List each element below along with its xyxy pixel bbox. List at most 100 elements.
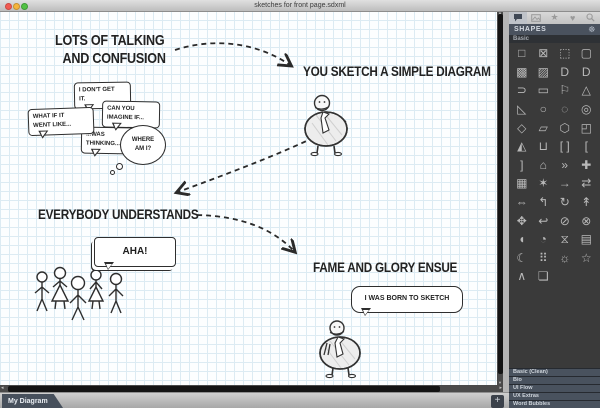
shape-rounded-d-alt[interactable]: D (581, 64, 591, 79)
shape-skewed-rect[interactable]: ▭ (537, 83, 549, 98)
section-bio[interactable]: Bio (509, 376, 600, 384)
thought-dot-small (110, 170, 115, 175)
shape-hourglass[interactable]: ⧖ (560, 232, 569, 247)
window-title-bar[interactable]: sketches for front page.sdxml (0, 0, 600, 12)
shape-grid: □ ⊠ ⬚ ▢ ▩ ▨ (511, 44, 599, 286)
shape-crescent[interactable]: ☾ (516, 250, 528, 265)
shape-pac-man[interactable]: ◔ (539, 232, 547, 247)
shape-left-right-arrow[interactable]: ⇔ (515, 195, 528, 210)
canvas-horizontal-scrollbar[interactable]: ◂ ▸ (0, 385, 503, 392)
add-sheet-button[interactable]: + (491, 394, 504, 408)
shapes-panel-header: SHAPES ☸ (509, 24, 600, 35)
shape-bird[interactable]: ∧ (517, 269, 527, 284)
title-lots-of-talking[interactable]: LOTS OF TALKING AND CONFUSION (55, 32, 166, 67)
shape-dashed-square[interactable]: ⬚ (559, 46, 571, 61)
shape-right-triangle[interactable]: ◺ (517, 102, 527, 117)
shape-dashed-circle[interactable]: ◌ (561, 102, 569, 117)
shape-rounded-square[interactable]: ▢ (580, 46, 592, 61)
bubble-what-if[interactable]: WHAT IF IT WENT LIKE... (27, 106, 95, 136)
sidebar-icon-bar: ★ ♥ (509, 11, 600, 25)
shape-move-arrows[interactable]: ✥ (516, 213, 527, 228)
shape-rotate-arrow[interactable]: ↻ (559, 195, 570, 210)
shape-hatched-square[interactable]: ▩ (516, 64, 528, 79)
stick-figure-crowd[interactable] (28, 263, 128, 323)
shape-circle-x[interactable]: ⊗ (581, 213, 592, 228)
shape-diamond[interactable]: ◇ (517, 120, 527, 135)
scroll-left-icon[interactable]: ◂ (1, 385, 4, 391)
vertical-scroll-thumb[interactable] (497, 14, 503, 374)
heart-icon[interactable]: ♥ (570, 12, 576, 23)
tab-my-diagram[interactable]: My Diagram (2, 394, 64, 408)
shape-rounded-d[interactable]: D (560, 64, 570, 79)
shape-cross[interactable]: ✚ (581, 157, 592, 172)
scroll-down-icon[interactable]: ▼ (498, 380, 502, 385)
arrow-talking-to-sketch (174, 42, 290, 65)
bubble-where-am-i[interactable]: WHERE AM I? (120, 125, 166, 165)
diagram-canvas[interactable]: LOTS OF TALKING AND CONFUSION YOU SKETCH… (0, 11, 497, 385)
shape-half-circle[interactable]: ◖ (518, 232, 526, 247)
horizontal-scroll-thumb[interactable] (8, 385, 440, 392)
scroll-up-icon[interactable]: ▲ (498, 10, 502, 15)
shape-cylinder[interactable]: ⊔ (538, 139, 548, 154)
shape-burst[interactable]: ✶ (538, 176, 549, 191)
title-you-sketch[interactable]: YOU SKETCH A SIMPLE DIAGRAM (303, 63, 491, 79)
shape-double-chevron[interactable]: » (561, 157, 569, 172)
scroll-right-icon[interactable]: ▸ (499, 385, 502, 391)
shape-loop-arrow[interactable]: ↩ (538, 213, 549, 228)
shape-hexagon[interactable]: ⬡ (559, 120, 570, 135)
section-word-bubbles[interactable]: Word Bubbles (509, 400, 600, 408)
sidebar-section-list: Basic (Clean) Bio UI Flow UX Extras Word… (509, 368, 600, 408)
sketch-character[interactable] (298, 91, 354, 159)
shape-bracket-left[interactable]: [ (584, 139, 588, 154)
bubble-can-you-imagine[interactable]: CAN YOU IMAGINE IF... (101, 100, 161, 129)
shape-bracket-right[interactable]: ] (520, 157, 524, 172)
section-ui-flow[interactable]: UI Flow (509, 384, 600, 392)
shape-pentagon[interactable]: ⌂ (539, 157, 547, 172)
bubble-aha[interactable]: AHA! (94, 237, 176, 270)
thought-dot-large (116, 163, 123, 170)
shape-arrow-right[interactable]: → (558, 176, 571, 191)
title-everybody-understands[interactable]: EVERYBODY UNDERSTANDS (38, 206, 199, 222)
shape-cone[interactable]: ◭ (517, 139, 527, 154)
shape-flag[interactable]: ⚐ (559, 83, 571, 98)
arrow-understand-to-fame (196, 214, 294, 251)
gear-icon[interactable]: ☸ (588, 25, 596, 34)
shape-no-symbol[interactable]: ⊘ (559, 213, 570, 228)
shape-trapezoid[interactable]: ▱ (538, 120, 548, 135)
star-icon[interactable]: ★ (550, 12, 559, 22)
shape-group-basic[interactable]: Basic (509, 35, 600, 43)
shape-circle[interactable]: ○ (539, 102, 547, 117)
shape-split-arrow[interactable]: ↟ (581, 195, 592, 210)
shape-triangle[interactable]: △ (581, 83, 591, 98)
shape-grid-square[interactable]: ▦ (516, 176, 528, 191)
canvas-vertical-scrollbar[interactable]: ▲ ▼ (497, 11, 503, 385)
shape-square-x[interactable]: ⊠ (538, 46, 549, 61)
section-basic-clean[interactable]: Basic (Clean) (509, 368, 600, 376)
shape-brackets[interactable]: [ ] (559, 139, 570, 154)
shape-cube[interactable]: ◰ (580, 120, 592, 135)
window-title: sketches for front page.sdxml (254, 1, 346, 9)
shape-turn-arrow[interactable]: ↰ (538, 195, 549, 210)
zoom-button[interactable] (21, 3, 28, 10)
shape-half-round-rect[interactable]: ⊃ (516, 83, 527, 98)
bubble-born-to-sketch[interactable]: I WAS BORN TO SKETCH (351, 286, 463, 316)
shape-star[interactable]: ☆ (580, 250, 592, 265)
shape-dot-grid[interactable]: ⠿ (538, 250, 548, 265)
shape-sun[interactable]: ☼ (559, 250, 571, 265)
shape-swap-arrows[interactable]: ⇄ (581, 176, 592, 191)
sketch-character-fame[interactable] (313, 317, 369, 381)
shapes-panel-title: SHAPES (514, 26, 547, 33)
shape-paper-stack[interactable]: ▤ (580, 232, 592, 247)
close-button[interactable] (5, 3, 12, 10)
title-fame-and-glory[interactable]: FAME AND GLORY ENSUE (313, 259, 458, 275)
section-ux-extras[interactable]: UX Extras (509, 392, 600, 400)
shape-hatched-square-light[interactable]: ▨ (537, 64, 549, 79)
image-icon[interactable] (527, 11, 545, 24)
minimize-button[interactable] (13, 3, 20, 10)
speech-bubble-icon[interactable] (509, 11, 528, 24)
shape-square[interactable]: □ (518, 46, 526, 61)
shape-document[interactable]: ❏ (537, 269, 549, 284)
search-icon[interactable] (582, 11, 600, 24)
shape-ring[interactable]: ◎ (581, 102, 592, 117)
